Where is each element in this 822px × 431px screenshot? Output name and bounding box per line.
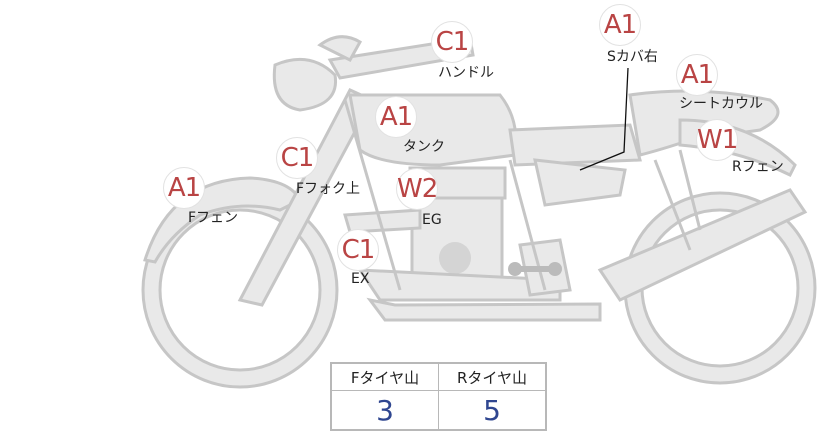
part-label-rear-fender: Rフェン <box>732 159 784 175</box>
rear-tire-header: Rタイヤ山 <box>438 362 547 391</box>
grade-badge-handle: C1 <box>431 21 473 63</box>
rear-tire-value: 5 <box>438 390 547 431</box>
front-tire-header: Fタイヤ山 <box>330 362 439 391</box>
part-label-exhaust: EX <box>351 271 370 287</box>
front-tire-value: 3 <box>330 390 439 431</box>
part-label-front-fender: Fフェン <box>188 210 239 226</box>
part-label-side-cover: Sカバ右 <box>607 49 658 65</box>
grade-badge-engine: W2 <box>396 168 438 210</box>
grade-badge-seat-cowl: A1 <box>676 54 718 96</box>
part-label-handle: ハンドル <box>438 65 494 81</box>
grade-badge-exhaust: C1 <box>337 229 379 271</box>
grade-badge-tank: A1 <box>375 96 417 138</box>
part-label-front-fork: Fフォク上 <box>296 181 361 197</box>
grade-badge-front-fork: C1 <box>276 137 318 179</box>
grade-badge-side-cover: A1 <box>599 4 641 46</box>
part-label-tank: タンク <box>403 139 445 155</box>
grade-badge-front-fender: A1 <box>163 167 205 209</box>
grade-badge-rear-fender: W1 <box>696 119 738 161</box>
part-label-seat-cowl: シートカウル <box>679 96 763 112</box>
part-label-engine: EG <box>422 212 442 228</box>
